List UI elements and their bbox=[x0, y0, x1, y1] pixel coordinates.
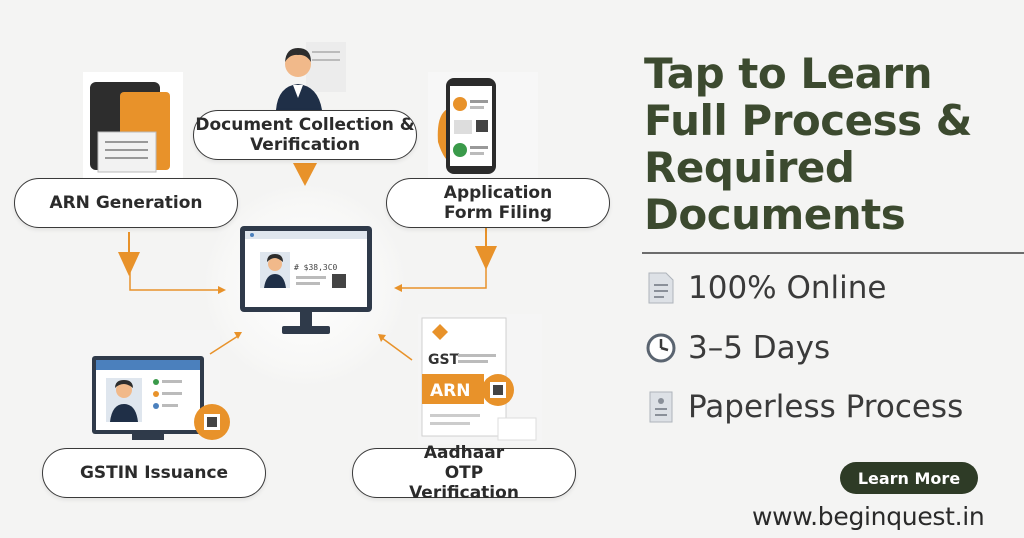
headline: Tap to Learn Full Process & Required Doc… bbox=[644, 49, 972, 239]
monitor-icon: # $38,3C0 bbox=[240, 226, 372, 334]
step-arn-generation-label: ARN Generation bbox=[49, 193, 203, 213]
certificate-gst-text: GST bbox=[428, 352, 460, 368]
card-code-text: # $38,3C0 bbox=[294, 263, 338, 272]
step-gstin-issuance: GSTIN Issuance bbox=[42, 448, 266, 498]
process-diagram: # $38,3C0 GST ARN bbox=[14, 42, 610, 503]
info-panel: Tap to Learn Full Process & Required Doc… bbox=[640, 0, 1024, 538]
step-application-form-label: Application Form Filing bbox=[443, 183, 553, 223]
certificate-icon: GST ARN bbox=[418, 314, 542, 444]
certificate-arn-text: ARN bbox=[430, 381, 470, 401]
laptop-icon bbox=[70, 330, 230, 448]
arrow-app-down bbox=[475, 228, 497, 270]
feature-days-label: 3–5 Days bbox=[688, 330, 831, 366]
step-aadhaar-otp: Aadhaar OTP Verification bbox=[352, 443, 576, 503]
step-document-collection-label: Document Collection & Verification bbox=[195, 115, 415, 155]
feature-online: 100% Online bbox=[646, 270, 886, 306]
arrow-arn-down bbox=[118, 232, 140, 276]
arrow-aadhaar-to-center bbox=[378, 334, 413, 361]
feature-online-label: 100% Online bbox=[688, 270, 887, 306]
folder-icon bbox=[83, 72, 183, 182]
arrow-gstin-to-center bbox=[209, 332, 242, 355]
step-document-collection: Document Collection & Verification bbox=[193, 110, 417, 160]
arrow-arn-to-center bbox=[129, 270, 226, 294]
arrow-doc-to-center bbox=[293, 163, 317, 186]
person-icon bbox=[276, 42, 346, 110]
step-aadhaar-otp-label: Aadhaar OTP Verification bbox=[409, 443, 519, 503]
clock-icon bbox=[646, 333, 676, 363]
website-link[interactable]: www.beginquest.in bbox=[752, 502, 985, 531]
feature-paperless: Paperless Process bbox=[646, 389, 963, 425]
learn-more-button[interactable]: Learn More bbox=[840, 462, 978, 494]
feature-days: 3–5 Days bbox=[646, 330, 830, 366]
step-application-form: Application Form Filing bbox=[386, 178, 610, 228]
arrow-app-to-center bbox=[394, 268, 487, 292]
phone-icon bbox=[428, 72, 538, 178]
divider bbox=[642, 252, 1024, 254]
paper-icon bbox=[649, 391, 673, 423]
document-icon bbox=[648, 272, 674, 304]
feature-paperless-label: Paperless Process bbox=[688, 389, 964, 425]
step-gstin-issuance-label: GSTIN Issuance bbox=[79, 463, 229, 483]
step-arn-generation: ARN Generation bbox=[14, 178, 238, 228]
